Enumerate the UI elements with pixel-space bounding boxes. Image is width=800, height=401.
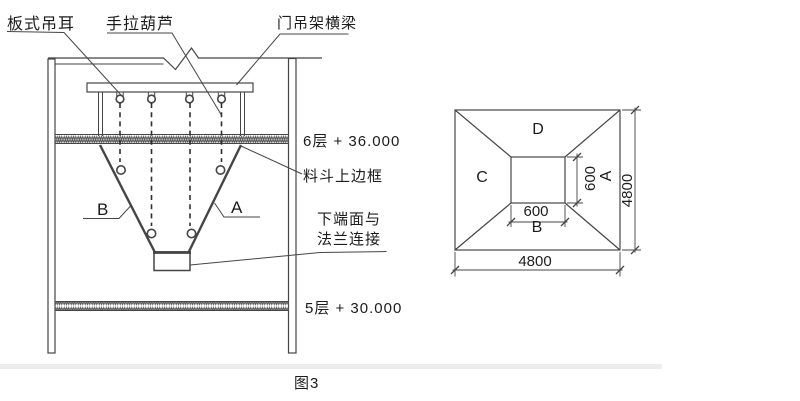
dim-opening-height: 600 — [582, 165, 599, 192]
hopper-lugs — [116, 165, 226, 239]
leader-plate-lug — [6, 31, 122, 96]
plate-lug-label: 板式吊耳 — [7, 16, 76, 33]
plan-side-b-label: B — [531, 219, 543, 236]
plan-outer-rect — [454, 109, 621, 251]
gantry-beam — [86, 82, 254, 93]
plan-side-a-label: A — [598, 170, 615, 182]
hopper-wall-left — [98, 144, 157, 254]
separator-band — [0, 364, 662, 369]
leader-flange-note — [189, 251, 387, 266]
top-beam-line — [48, 46, 322, 71]
plan-side-d-label: D — [532, 121, 544, 138]
leader-gantry-beam — [236, 33, 349, 86]
plan-dimensions — [450, 105, 641, 277]
floor6-elevation-label: 6层 + 36.000 — [303, 133, 401, 150]
hopper-wall-right — [187, 144, 243, 254]
beam-lugs — [115, 91, 227, 104]
plan-side-c-label: C — [476, 168, 488, 186]
floor5-elevation-label: 5层 + 30.000 — [305, 300, 403, 317]
plan-opening-rect — [510, 156, 566, 204]
right-column — [287, 57, 297, 354]
flange-note-line2: 法兰连接 — [317, 231, 382, 248]
dim-overall-height: 4800 — [619, 173, 636, 208]
elevation-view — [6, 31, 387, 354]
floor5-slab — [55, 300, 289, 312]
flange-note-line1: 下端面与 — [317, 211, 382, 228]
flange-note: 下端面与 法兰连接 — [317, 210, 381, 250]
elevation-side-b-label: B — [97, 200, 109, 219]
elevation-side-a-label: A — [231, 198, 243, 217]
floor6-slab — [55, 133, 289, 145]
hopper-frame-label: 料斗上边框 — [303, 168, 384, 185]
plan-fold-lines — [454, 109, 621, 251]
leader-hopper-frame — [240, 145, 303, 175]
gantry-legs — [98, 92, 245, 136]
hopper-flange — [153, 251, 191, 272]
leader-side-a — [214, 202, 260, 218]
hoist-chains — [119, 103, 223, 226]
dim-overall-width: 4800 — [518, 252, 552, 270]
leader-lines — [6, 31, 387, 266]
gantry-beam-label: 门吊架横梁 — [277, 15, 358, 32]
chain-hoist-label: 手拉葫芦 — [106, 16, 175, 33]
leader-chain-hoist — [107, 32, 223, 117]
plan-view — [450, 105, 641, 277]
dim-opening-width: 600 — [523, 202, 549, 220]
leader-side-b — [83, 205, 132, 219]
left-column — [47, 58, 56, 354]
figure-caption: 图3 — [294, 375, 320, 392]
